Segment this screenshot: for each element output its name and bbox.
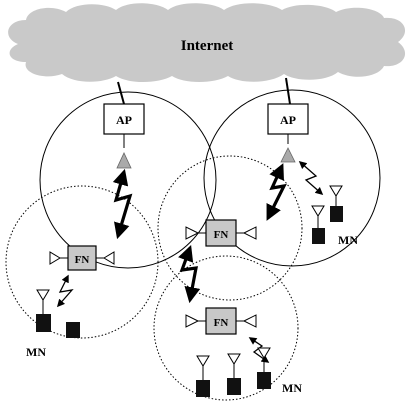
antenna-icon — [257, 347, 271, 359]
ap-label: AP — [280, 113, 296, 127]
ap-coverage-left — [39, 91, 217, 269]
fn-label: FN — [214, 317, 229, 329]
internet-cloud: Internet — [8, 3, 406, 82]
antenna-icon — [242, 226, 257, 240]
wireless-links-thin — [56, 160, 324, 363]
link-fn-bottom-to-mn — [248, 337, 270, 363]
wireless-links-bold — [112, 163, 287, 304]
fn-coverage-bottom — [153, 255, 299, 401]
uplink-line-left — [117, 81, 125, 105]
link-ap-right-to-fn-middle — [266, 163, 287, 221]
mobile-node — [36, 289, 51, 332]
ap-label: AP — [116, 113, 132, 127]
mobile-node — [196, 355, 210, 397]
antenna-icon — [280, 147, 296, 163]
access-point-left: AP — [103, 103, 145, 169]
antenna-icon — [185, 314, 200, 328]
ap-coverage-right — [203, 89, 381, 267]
antenna-icon — [116, 152, 132, 169]
fn-coverage-middle — [157, 155, 303, 301]
uplink-line-right — [285, 77, 291, 105]
antenna-icon — [329, 185, 343, 197]
mobile-node — [66, 322, 80, 338]
mobile-node — [227, 353, 241, 395]
antenna-icon — [49, 251, 61, 265]
mn-label-right: MN — [338, 233, 358, 247]
access-point-right: AP — [267, 103, 309, 163]
mn-label-bottom: MN — [282, 381, 302, 395]
forwarding-node-bottom: FN — [185, 307, 257, 335]
antenna-icon — [311, 205, 325, 217]
internet-label: Internet — [181, 38, 234, 54]
forwarding-node-middle: FN — [185, 219, 257, 247]
mobile-node-group-left: MN — [26, 289, 80, 359]
forwarding-node-left: FN — [49, 245, 115, 271]
fn-label: FN — [214, 229, 229, 241]
antenna-icon — [227, 353, 241, 365]
mobile-node — [311, 205, 325, 244]
mobile-node-group-bottom: MN — [196, 347, 302, 397]
antenna-icon — [103, 251, 115, 265]
mobile-node — [329, 185, 343, 222]
antenna-icon — [36, 289, 50, 301]
link-ap-left-to-fn-left — [112, 168, 133, 240]
link-ap-right-to-mn — [298, 160, 324, 196]
link-fn-middle-to-fn-bottom — [178, 244, 201, 304]
antenna-icon — [242, 314, 257, 328]
antenna-icon — [185, 226, 200, 240]
mobile-node — [257, 347, 271, 389]
antenna-icon — [196, 355, 210, 367]
fn-coverage-left — [5, 185, 159, 339]
mn-label-left: MN — [26, 345, 46, 359]
fn-label: FN — [75, 254, 90, 266]
link-fn-left-to-mn — [56, 274, 74, 308]
mobile-node-group-right: MN — [311, 185, 358, 247]
